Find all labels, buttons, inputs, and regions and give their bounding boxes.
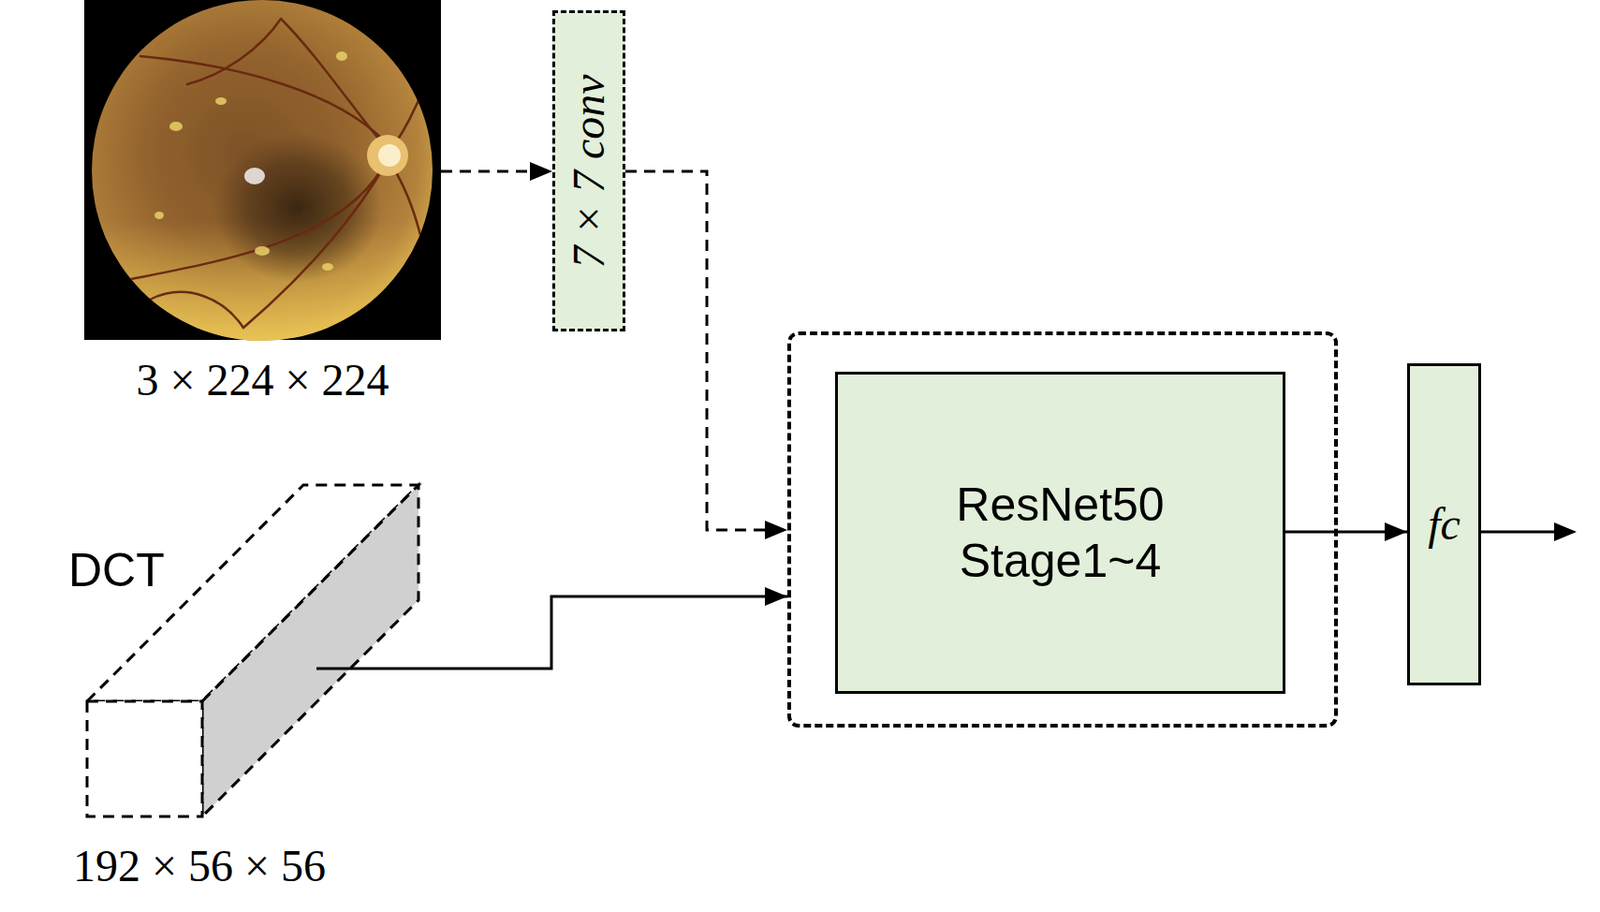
solid-arrow: [316, 596, 788, 669]
optic-cup: [378, 144, 401, 167]
photo-background: [84, 0, 441, 340]
retina: [91, 0, 433, 341]
retinal-vessels: [121, 18, 431, 328]
dct-node: DCT192 × 56 × 56: [56, 482, 431, 904]
dct-cuboid: [87, 484, 419, 817]
backbone-group: ResNet50 Stage1~4: [787, 331, 1338, 728]
retina-glow: [91, 0, 433, 341]
optic-disc: [366, 134, 409, 177]
cuboid-front: [87, 701, 203, 817]
dashed-arrow: [625, 171, 788, 530]
layer-label: 7 × 7 conv: [562, 73, 615, 268]
input-image-node: 3 × 224 × 224: [84, 0, 441, 412]
dashed-arrow: [440, 170, 553, 174]
block-title: DCT: [68, 543, 165, 599]
fc-box: fc: [1407, 363, 1482, 686]
fundus-photo: [84, 0, 441, 341]
backbone-label: ResNet50 Stage1~4: [920, 476, 1202, 589]
cuboid-side: [202, 484, 419, 817]
output-line: [1481, 530, 1556, 534]
solid-arrow: [1285, 530, 1408, 534]
output-head: [1554, 522, 1577, 542]
tensor-size: 192 × 56 × 56: [37, 839, 362, 892]
bright-spot: [244, 167, 265, 185]
conv-box: 7 × 7 conv: [552, 10, 626, 332]
tensor-size: 3 × 224 × 224: [84, 353, 441, 406]
backbone-box: ResNet50 Stage1~4: [835, 371, 1286, 694]
exudates: [154, 24, 370, 271]
output-arrow: [1481, 522, 1577, 542]
layer-label: fc: [1427, 498, 1461, 550]
